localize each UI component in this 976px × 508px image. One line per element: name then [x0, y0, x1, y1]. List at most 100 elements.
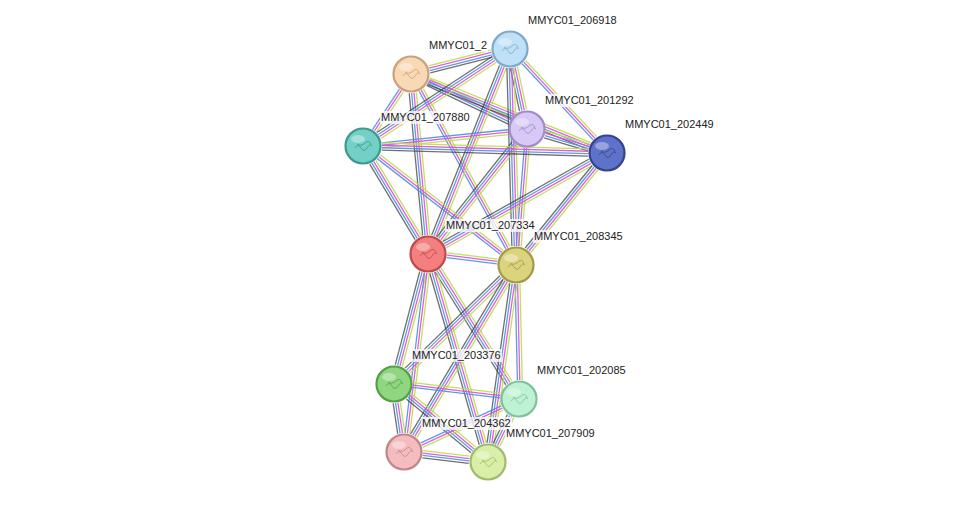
node-disc [510, 112, 545, 147]
node-label: MMYC01_202085 [536, 364, 627, 377]
interaction-edge [429, 50, 493, 73]
node-highlight [595, 142, 609, 150]
evidence-line [393, 403, 397, 433]
interaction-edge [422, 451, 469, 464]
node-highlight [416, 243, 430, 251]
evidence-line [515, 284, 517, 380]
structure-icon [396, 447, 413, 456]
node-highlight [515, 118, 529, 126]
evidence-line [517, 67, 526, 110]
node-label: MMYC01_202449 [624, 118, 715, 131]
protein-node: MMYC01_204362 [385, 433, 423, 471]
node-circle [588, 134, 626, 172]
node-circle [497, 246, 535, 284]
node-circle [344, 127, 382, 165]
node-highlight [382, 373, 396, 381]
node-disc [394, 57, 429, 92]
node-label: MMYC01_203376 [411, 349, 502, 362]
node-disc [411, 237, 446, 272]
node-circle [385, 433, 423, 471]
protein-node: MMYC01_202085 [500, 380, 538, 418]
protein-node: MMYC01_206918 [491, 30, 529, 68]
evidence-line [379, 157, 502, 253]
evidence-line [545, 136, 589, 149]
structure-icon [420, 249, 437, 258]
evidence-line [380, 155, 503, 251]
node-disc [493, 32, 528, 67]
interaction-edge [515, 284, 522, 380]
interaction-edge [413, 383, 501, 398]
node-circle [392, 55, 430, 93]
structure-icon [355, 141, 372, 150]
node-circle [500, 380, 538, 418]
evidence-line [382, 130, 508, 143]
structure-icon [386, 379, 403, 388]
evidence-line [515, 67, 524, 110]
node-disc [471, 445, 506, 480]
structure-icon [519, 124, 536, 133]
node-label: MMYC01_208345 [533, 230, 624, 243]
evidence-line [422, 458, 468, 464]
protein-node: MMYC01_203376 [375, 365, 413, 403]
node-disc [377, 367, 412, 402]
evidence-line [370, 164, 415, 239]
node-label: MMYC01_207880 [380, 111, 471, 124]
structure-icon [502, 44, 519, 53]
structure-icon [403, 69, 420, 78]
structure-icon [480, 457, 497, 466]
evidence-line [382, 150, 588, 156]
evidence-line [398, 403, 402, 433]
node-circle [375, 365, 413, 403]
node-disc [590, 136, 625, 171]
node-circle [491, 30, 529, 68]
structure-icon [508, 260, 525, 269]
protein-node: MMYC01_202449 [588, 134, 626, 172]
evidence-line [413, 383, 500, 393]
protein-node: MMYC01_207909 [469, 443, 507, 481]
evidence-line [400, 402, 404, 432]
node-highlight [504, 254, 518, 262]
evidence-line [372, 163, 417, 238]
node-disc [502, 382, 537, 417]
evidence-line [410, 281, 505, 373]
protein-node: MMYC01_207880 [344, 127, 382, 165]
node-highlight [392, 441, 406, 449]
evidence-line [518, 284, 520, 380]
protein-node: MMYC01_208345 [497, 246, 535, 284]
evidence-line [396, 403, 400, 433]
evidence-line [520, 284, 522, 380]
evidence-line [447, 258, 497, 264]
node-circle [508, 110, 546, 148]
evidence-line [377, 56, 492, 132]
node-disc [387, 435, 422, 470]
structure-icon [599, 148, 616, 157]
node-label: MMYC01_201292 [544, 94, 635, 107]
evidence-line [413, 387, 500, 397]
node-label: MMYC01_204362 [421, 417, 512, 430]
node-highlight [507, 388, 521, 396]
node-label: MMYC01_207334 [445, 219, 536, 232]
node-highlight [498, 38, 512, 46]
node-circle [469, 443, 507, 481]
interaction-edge [405, 276, 505, 374]
evidence-line [407, 277, 502, 369]
node-disc [499, 248, 534, 283]
protein-node: MMYC01_207334 [409, 235, 447, 273]
node-disc [346, 129, 381, 164]
structure-icon [511, 394, 528, 403]
node-highlight [399, 63, 413, 71]
protein-node: MMYC01_201292 [508, 110, 546, 148]
protein-node: MMYC01_2 [392, 55, 430, 93]
interaction-edge [377, 155, 503, 254]
node-highlight [351, 135, 365, 143]
interaction-edge [393, 402, 405, 433]
node-circle [409, 235, 447, 273]
node-label: MMYC01_206918 [527, 14, 618, 27]
node-label: MMYC01_207909 [505, 427, 596, 440]
evidence-line [413, 385, 500, 395]
interaction-edge [382, 143, 588, 156]
node-label: MMYC01_2 [428, 39, 488, 52]
node-highlight [476, 451, 490, 459]
